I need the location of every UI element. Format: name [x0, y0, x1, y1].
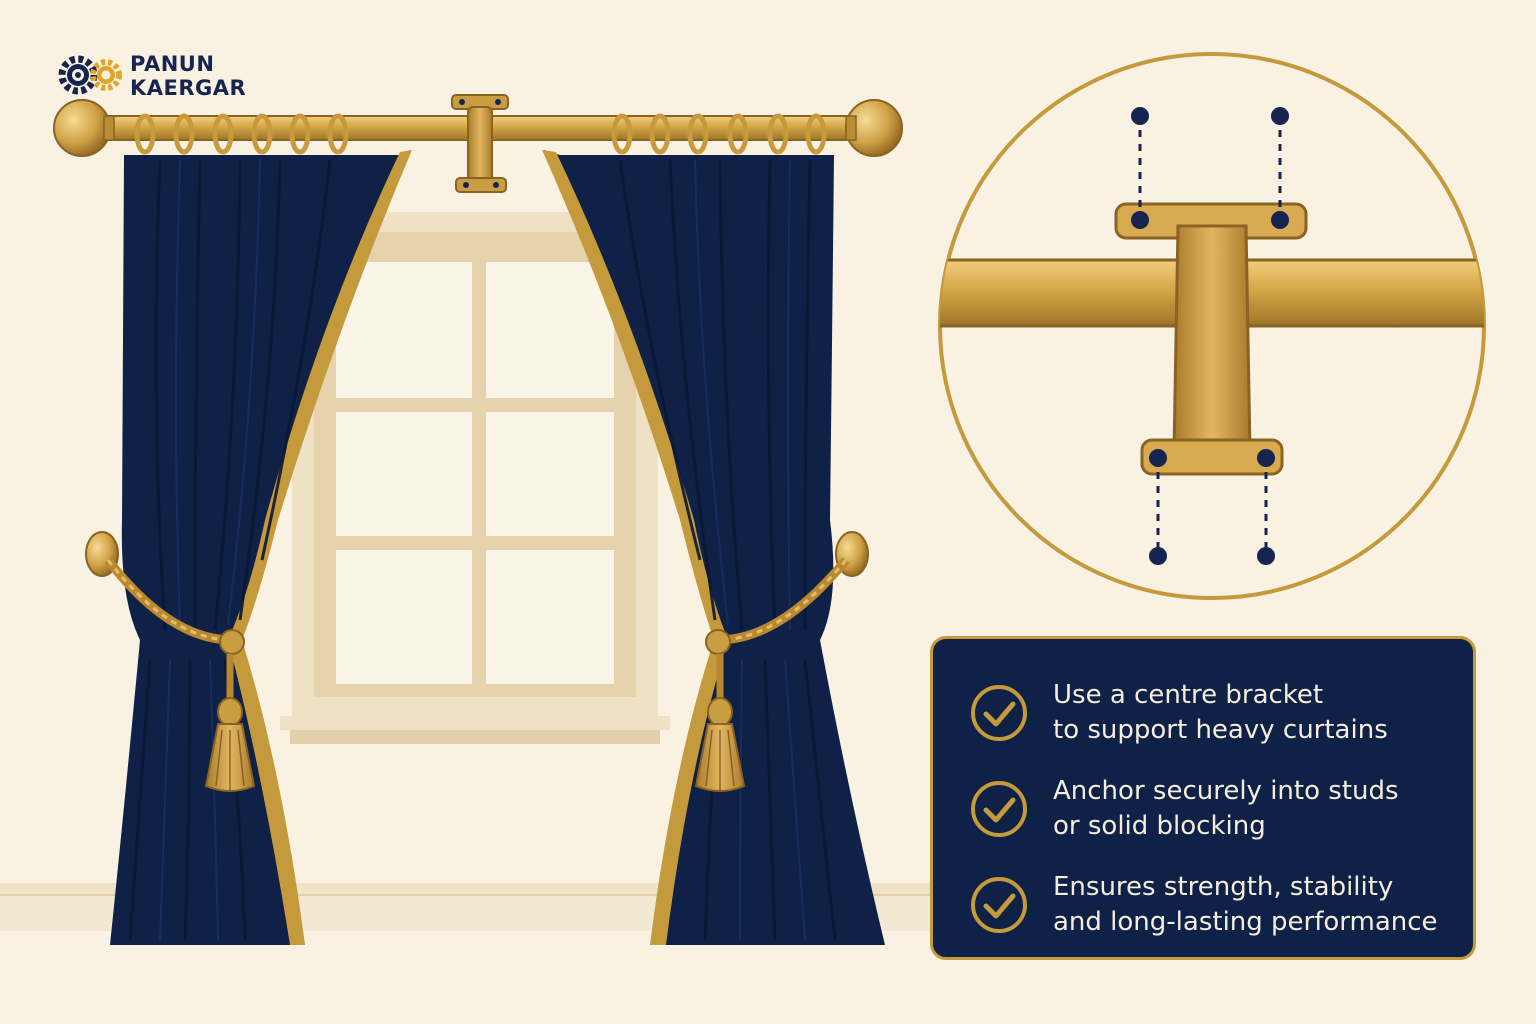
benefit-1-line1: Use a centre bracket — [1053, 680, 1324, 710]
benefits-panel: Use a centre bracket to support heavy cu… — [930, 636, 1476, 960]
left-tieback — [85, 531, 256, 792]
check-circle-icon — [971, 877, 1027, 933]
brand-name: PANUN KAERGAR — [130, 52, 246, 100]
benefit-3-line1: Ensures strength, stability — [1053, 872, 1394, 902]
benefit-text-2: Anchor securely into studs or solid bloc… — [1053, 774, 1399, 844]
benefit-item-3: Ensures strength, stability and long-las… — [969, 857, 1443, 953]
benefit-item-1: Use a centre bracket to support heavy cu… — [969, 665, 1443, 761]
window — [280, 212, 670, 744]
benefit-3-line2: and long-lasting performance — [1053, 907, 1438, 937]
benefit-2-line2: or solid blocking — [1053, 811, 1266, 841]
check-circle-icon — [971, 685, 1027, 741]
curtain-rings — [134, 113, 827, 155]
check-circle-icon — [971, 781, 1027, 837]
benefit-text-3: Ensures strength, stability and long-las… — [1053, 870, 1438, 940]
brand-logo: PANUN KAERGAR — [54, 50, 246, 102]
left-curtain — [110, 150, 412, 945]
centre-bracket — [451, 94, 509, 193]
brand-name-line2: KAERGAR — [130, 76, 247, 100]
right-tieback — [694, 531, 869, 792]
benefit-text-1: Use a centre bracket to support heavy cu… — [1053, 678, 1388, 748]
right-curtain — [542, 150, 885, 945]
brand-name-line1: PANUN — [130, 52, 215, 76]
bracket-detail-view — [938, 52, 1486, 600]
benefit-item-2: Anchor securely into studs or solid bloc… — [969, 761, 1443, 857]
benefit-2-line1: Anchor securely into studs — [1053, 776, 1399, 806]
gear-logo-icon — [58, 55, 122, 95]
benefit-1-line2: to support heavy curtains — [1053, 715, 1388, 745]
